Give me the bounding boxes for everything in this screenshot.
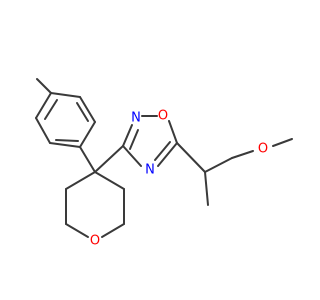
bond-ring-c (49, 142, 81, 148)
bond-ring-b (35, 117, 51, 144)
bond-ring-a (35, 92, 52, 119)
bond-oxane-3 (65, 223, 89, 238)
bond-ring-e (79, 96, 96, 123)
bond-c3-n2-double (129, 129, 139, 150)
bond-ch-methyl (204, 171, 209, 206)
methoxypropyl-chain (176, 138, 293, 206)
atom-label-oxadiazole-n4: N (145, 163, 155, 178)
atom-label-methoxy-o: O (258, 142, 268, 157)
bond-ch2-o (231, 150, 254, 159)
bond-tolyl-oxane (79, 146, 96, 173)
bond-c5-ch (176, 142, 206, 173)
bond-oxane-4 (101, 223, 125, 238)
oxadiazole-ring (122, 115, 178, 167)
oxane-ring (65, 171, 125, 238)
molecule-structure: O N N O O (35, 78, 293, 249)
bond-oxane-oxadiazole (94, 145, 124, 173)
bond-oxane-6 (94, 171, 125, 190)
bond-ring-f (50, 92, 81, 98)
bond-o1-c5 (168, 120, 178, 144)
atom-label-oxane-o: O (90, 234, 100, 249)
bond-methyl (36, 78, 52, 94)
bond-o-methyl (272, 138, 293, 147)
atom-label-oxadiazole-o: O (158, 109, 168, 124)
bond-n4-c3 (122, 145, 142, 167)
structure-canvas: O N N O O (35, 78, 293, 249)
bond-c5-n4 (157, 142, 178, 167)
tolyl-ring (35, 78, 96, 148)
bond-ch-ch2 (204, 157, 233, 173)
bond-c5-n4-double (154, 141, 171, 161)
bond-ring-d (79, 121, 96, 148)
bond-ring-double-1 (44, 99, 58, 120)
bond-c3-n2 (122, 124, 133, 147)
bond-ring-double-3 (76, 102, 89, 122)
atom-label-oxadiazole-n2: N (131, 111, 141, 126)
bond-ring-double-2 (55, 139, 79, 142)
bond-oxane-1 (65, 171, 96, 190)
